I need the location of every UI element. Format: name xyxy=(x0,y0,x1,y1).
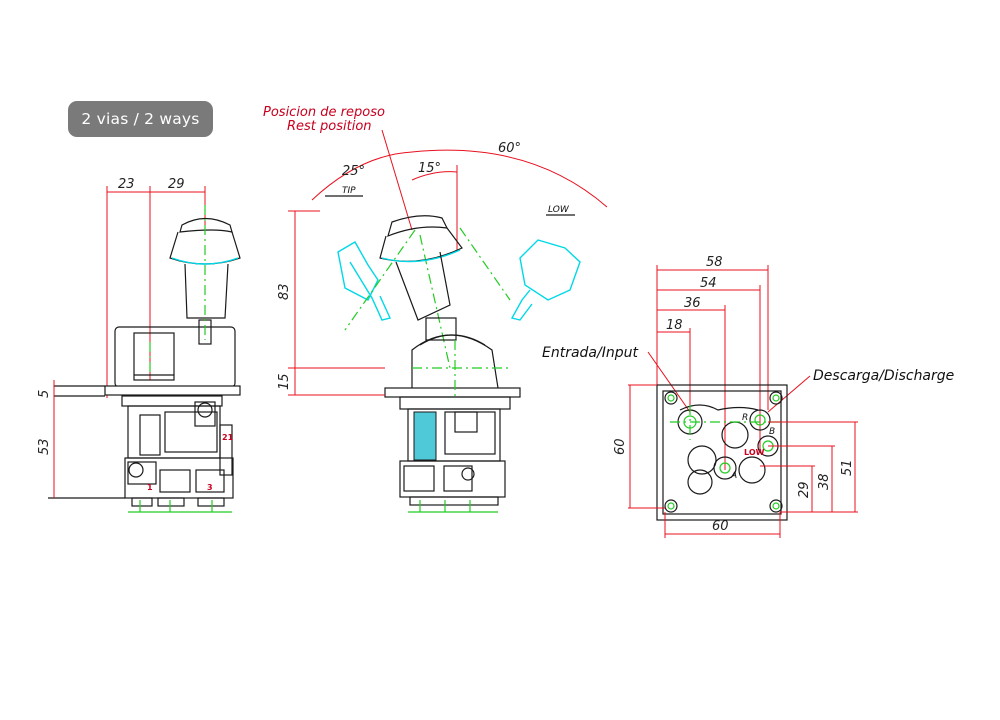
dim-51-label: 51 xyxy=(840,459,855,476)
dim-60-horizontal-label: 60 xyxy=(712,519,729,534)
dim-29-label: 29 xyxy=(797,481,812,498)
port-view: 58 54 36 18 Entrada/Input Descarga/Disch… xyxy=(542,255,954,538)
port-3-label: 3 xyxy=(207,483,213,492)
dim-5-label: 5 xyxy=(37,390,52,398)
dim-36-label: 36 xyxy=(684,296,701,311)
dim-83-label: 83 xyxy=(277,283,292,300)
dim-18-label: 18 xyxy=(666,318,683,333)
dim-53-label: 53 xyxy=(37,438,52,455)
rest-position-label-en: Rest position xyxy=(287,119,372,134)
angle-15-label: 15° xyxy=(418,161,441,176)
low-label: LOW xyxy=(548,205,570,215)
dim-15-label: 15 xyxy=(277,373,292,390)
input-label: Entrada/Input xyxy=(542,345,638,361)
port-a-mark: A xyxy=(730,471,737,481)
dim-23-label: 23 xyxy=(118,177,135,192)
dim-60-vertical-label: 60 xyxy=(613,438,628,455)
port-21-label: 21 xyxy=(222,433,234,442)
angle-60-label: 60° xyxy=(498,141,521,156)
dim-38-label: 38 xyxy=(817,473,832,490)
port-1-label: 1 xyxy=(147,483,153,492)
discharge-label: Descarga/Discharge xyxy=(813,368,954,384)
port-low-mark: LOW xyxy=(744,448,765,457)
view-title-badge: 2 vias / 2 ways xyxy=(68,101,213,137)
port-r-mark: R xyxy=(742,413,748,423)
side-view: 23 29 xyxy=(37,177,241,513)
tip-position-ghost xyxy=(337,241,391,321)
tip-label: TIP xyxy=(342,186,356,196)
rest-position-label-es: Posicion de reposo xyxy=(263,105,385,120)
port-b-mark: B xyxy=(769,427,775,437)
dim-58-label: 58 xyxy=(706,255,723,270)
low-position-ghost xyxy=(510,239,581,321)
side-panel xyxy=(413,411,437,461)
dim-54-label: 54 xyxy=(700,276,717,291)
front-view: Posicion de reposo Rest position 25° 15°… xyxy=(263,105,608,513)
dim-29-label: 29 xyxy=(168,177,185,192)
angle-25-label: 25° xyxy=(342,164,365,179)
